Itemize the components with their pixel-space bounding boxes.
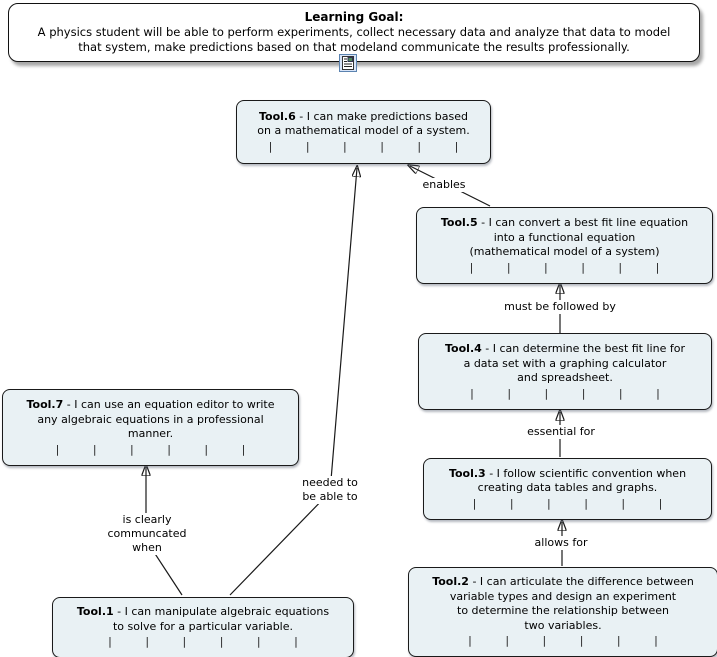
node-tool2[interactable]: Tool.2 - I can articulate the difference… (408, 567, 717, 657)
learning-goal-title: Learning Goal: (304, 10, 404, 24)
node-title: Tool.1 (76, 605, 114, 619)
node-title: Tool.2 (432, 575, 469, 589)
learning-goal-body: A physics student will be able to perfor… (37, 25, 671, 54)
link-label-must-be-followed-by[interactable]: must be followed by (501, 300, 619, 314)
node-ticks: | | | | | | (468, 634, 658, 648)
node-body: - I can manipulate algebraic equations t… (112, 605, 330, 633)
node-ticks: | | | | | | (469, 260, 660, 274)
link-label-essential-for[interactable]: essential for (524, 425, 598, 439)
node-tool3[interactable]: Tool.3 - I follow scientific convention … (423, 458, 712, 520)
node-title: Tool.5 (440, 216, 478, 229)
node-tool7[interactable]: Tool.7 - I can use an equation editor to… (2, 389, 299, 466)
node-title: Tool.7 (26, 398, 64, 411)
link-label-is-clearly-communcated-when[interactable]: is clearly communcated when (104, 513, 190, 555)
node-body: - I can convert a best fit line equation… (469, 216, 689, 258)
link-label-needed-to-be-able-to[interactable]: needed to be able to (299, 476, 361, 504)
node-ticks: | | | | | | (55, 442, 246, 456)
node-body: - I can determine the best fit line for … (463, 342, 685, 384)
node-ticks: | | | | | | (268, 139, 459, 153)
link-label-enables[interactable]: enables (419, 178, 469, 192)
node-body: - I can articulate the difference betwee… (449, 575, 694, 632)
node-tool5[interactable]: Tool.5 - I can convert a best fit line e… (416, 207, 713, 284)
node-title: Tool.3 (448, 466, 486, 480)
node-ticks: | | | | | | (470, 386, 660, 400)
node-body: - I can make predictions based on a math… (257, 109, 470, 138)
node-tool4[interactable]: Tool.4 - I can determine the best fit li… (418, 333, 712, 410)
node-tool1[interactable]: Tool.1 - I can manipulate algebraic equa… (52, 597, 354, 657)
node-ticks: | | | | | | (108, 635, 298, 649)
link-line-tool1-tool6[interactable] (229, 168, 357, 596)
node-tool6[interactable]: Tool.6 - I can make predictions based on… (236, 100, 491, 164)
node-body: - I can use an equation editor to write … (37, 398, 275, 440)
node-title: Tool.4 (445, 342, 482, 355)
node-body: - I follow scientific convention when cr… (477, 466, 687, 495)
note-icon[interactable] (339, 52, 357, 74)
node-title: Tool.6 (258, 109, 296, 123)
link-label-allows-for[interactable]: allows for (531, 536, 591, 550)
node-learning-goal[interactable]: Learning Goal: A physics student will be… (8, 3, 700, 62)
node-ticks: | | | | | | (472, 496, 663, 510)
